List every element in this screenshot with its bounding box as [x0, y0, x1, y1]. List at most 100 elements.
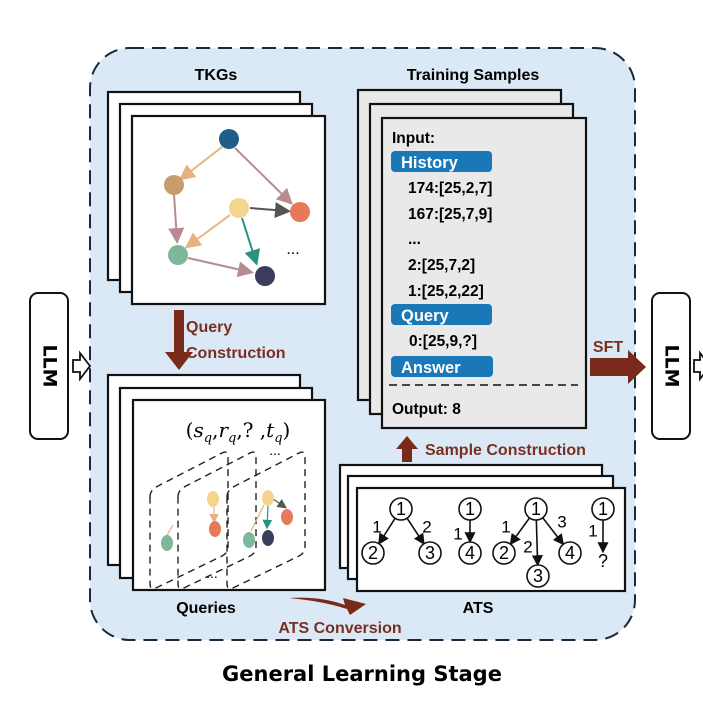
tkgs-title: TKGs: [195, 67, 238, 84]
ats-tree: 141: [453, 497, 482, 565]
graph-node: [255, 266, 275, 286]
history-pill-label: History: [401, 154, 459, 172]
ats-node-label: 4: [565, 543, 575, 563]
history-line: 2:[25,7,2]: [408, 257, 475, 274]
graph-node: [262, 490, 274, 506]
ats-node-label: 3: [533, 566, 543, 586]
query-panels-top-ellipsis: ...: [269, 442, 281, 458]
ats-node-circle: [458, 497, 482, 521]
query-panel: [149, 451, 229, 590]
history-line: ...: [408, 231, 421, 248]
ats-child-node: ?: [598, 551, 608, 571]
ats-edge: [406, 517, 425, 545]
tkg-ellipsis: ...: [286, 241, 299, 258]
queries-title: Queries: [176, 600, 236, 617]
ats-node-circle: [458, 541, 482, 565]
query-subgraphs: [161, 490, 293, 551]
query-construction-label-line1: Query: [186, 319, 232, 336]
ats-root-node: 1: [524, 497, 548, 521]
hollow-arrow-right-icon: [72, 350, 92, 382]
ats-edge: [542, 517, 565, 546]
ats-node-label: 4: [465, 543, 475, 563]
graph-node: [168, 245, 188, 265]
ats-node-label: 1: [465, 499, 475, 519]
ats-node-circle: [361, 541, 385, 565]
ats-conversion-label: ATS Conversion: [278, 620, 401, 637]
ats-edge-label: 2: [422, 517, 431, 536]
llm-input-box: LLM: [29, 292, 69, 440]
hollow-arrow-right-icon: [693, 350, 703, 382]
query-pill-label: Query: [401, 307, 450, 325]
graph-node: [229, 198, 249, 218]
query-line: 0:[25,9,?]: [409, 333, 477, 350]
query-panels-bottom-ellipsis: ...: [206, 565, 218, 581]
sft-arrow-icon: [590, 350, 646, 384]
ats-tree: 1?1: [588, 497, 615, 571]
graph-node: [262, 530, 274, 546]
ats-edge-label: 2: [523, 537, 532, 556]
ats-edge-label: 3: [557, 512, 566, 531]
graph-node: [161, 535, 173, 551]
ats-node-label: 1: [598, 499, 608, 519]
ats-edge: [509, 517, 531, 546]
sft-label: SFT: [593, 339, 623, 356]
output-line: Output: 8: [392, 401, 461, 418]
graph-node: [219, 129, 239, 149]
llm-output-box: LLM: [651, 292, 691, 440]
sample-construction-label: Sample Construction: [425, 442, 586, 459]
ats-node-label: 2: [368, 543, 378, 563]
graph-node: [281, 509, 293, 525]
ats-conversion-arrow-icon: [289, 597, 366, 615]
query-panel: [226, 451, 306, 590]
ats-node-circle: [526, 564, 550, 588]
history-line: 167:[25,7,9]: [408, 206, 492, 223]
ats-child-node: 3: [418, 541, 442, 565]
query-card-front: [131, 398, 327, 592]
ats-node-circle: [492, 541, 516, 565]
ats-child-node: 4: [458, 541, 482, 565]
ats-node-circle: [524, 497, 548, 521]
ats-node-circle: [558, 541, 582, 565]
input-label: Input:: [392, 130, 435, 147]
ats-root-node: 1: [389, 497, 413, 521]
ats-node-label: 1: [396, 499, 406, 519]
graph-node: [290, 202, 310, 222]
ats-edge-label: 1: [501, 517, 510, 536]
llm-output-label: LLM: [661, 344, 683, 387]
ats-node-label: ?: [598, 551, 608, 571]
graph-node: [207, 491, 219, 507]
ats-edge-label: 1: [588, 521, 597, 540]
sample-construction-arrow-icon: [396, 436, 418, 462]
llm-input-label: LLM: [39, 344, 61, 387]
query-formula: (sq,rq,? ,tq): [186, 418, 291, 446]
answer-pill-label: Answer: [401, 359, 461, 377]
ats-node-label: 1: [531, 499, 541, 519]
ats-edge-label: 1: [372, 517, 381, 536]
ats-edge: [531, 519, 543, 567]
graph-node: [209, 521, 221, 537]
ats-title: ATS: [463, 600, 494, 617]
tkg-graph: ...: [164, 129, 310, 286]
ats-node-label: 2: [499, 543, 509, 563]
ats-child-node: 2: [492, 541, 516, 565]
query-panel: [177, 451, 257, 590]
ats-edge: [378, 517, 396, 545]
ats-child-node: 3: [526, 564, 550, 588]
graph-node: [243, 532, 255, 548]
training-samples-title: Training Samples: [407, 67, 540, 84]
ats-node-circle: [389, 497, 413, 521]
query-pill: [391, 304, 492, 325]
ats-root-node: 1: [458, 497, 482, 521]
ats-root-node: 1: [591, 497, 615, 521]
ats-node-circle: [591, 497, 615, 521]
ats-edge-label: 1: [453, 524, 462, 543]
query-subgraph-panels: [149, 451, 306, 590]
query-construction-label-line2: Construction: [186, 345, 286, 362]
ats-child-node: 4: [558, 541, 582, 565]
ats-node-circle: [418, 541, 442, 565]
history-line: 174:[25,2,7]: [408, 180, 492, 197]
answer-pill: [391, 356, 493, 377]
